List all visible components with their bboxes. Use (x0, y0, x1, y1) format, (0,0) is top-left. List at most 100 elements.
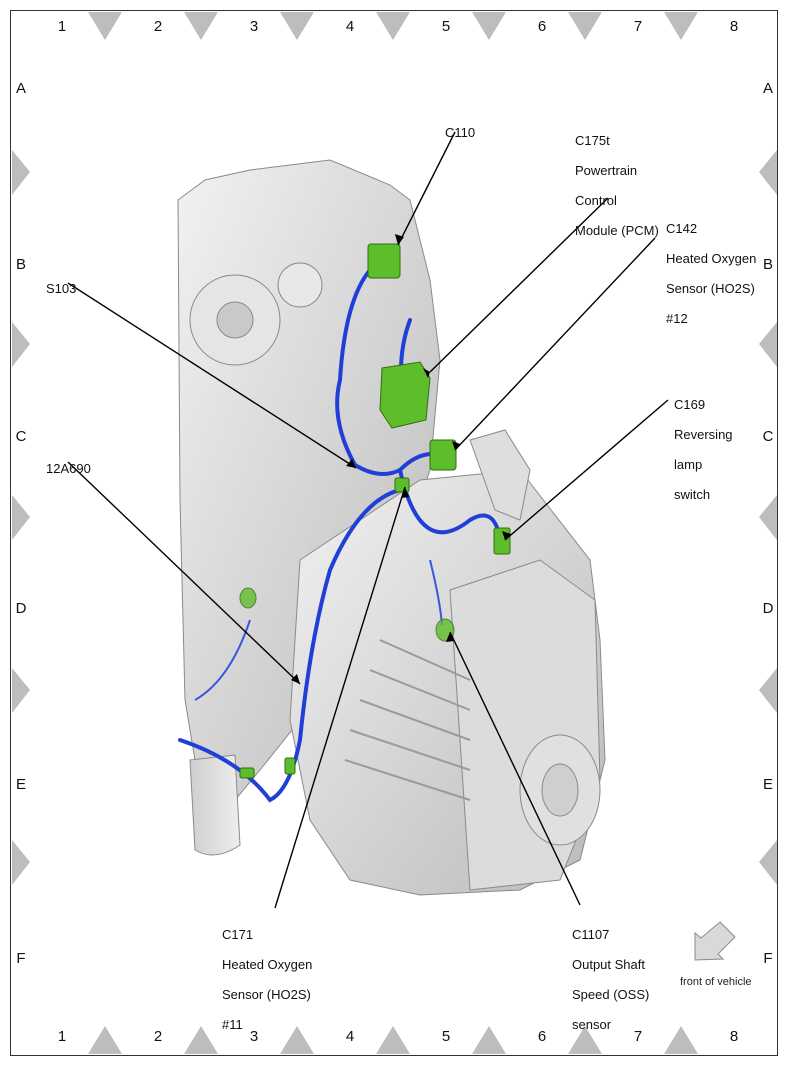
leader-12a690 (67, 461, 301, 685)
grid-marker-bottom (88, 1026, 122, 1054)
grid-col-bottom-2: 2 (153, 1028, 163, 1045)
grid-marker-right (759, 495, 777, 540)
callout-c175t-line-4: Module (PCM) (575, 223, 659, 238)
grid-row-right-A: A (762, 80, 773, 97)
grid-marker-bottom (280, 1026, 314, 1054)
harness-branch-pcm (335, 268, 372, 467)
leader-s103 (67, 282, 357, 469)
grid-col-top-8: 8 (729, 18, 739, 35)
grid-row-right-E: E (762, 776, 773, 793)
grid-row-left-B: B (15, 256, 26, 273)
leader-c110 (397, 131, 456, 246)
grid-col-top-2: 2 (153, 18, 163, 35)
grid-marker-bottom (376, 1026, 410, 1054)
callout-c142-line-1: C142 (666, 221, 698, 236)
leader-c1107 (449, 631, 581, 906)
grid-marker-top (280, 12, 314, 40)
callout-c171-line-1: C171 (222, 927, 254, 942)
grid-marker-bottom (184, 1026, 218, 1054)
grid-marker-left (12, 495, 30, 540)
grid-col-top-4: 4 (345, 18, 355, 35)
grid-row-left-E: E (15, 776, 26, 793)
callout-s103: S103 (46, 266, 76, 311)
callout-c171-line-4: #11 (222, 1017, 243, 1032)
callout-c142-line-2: Heated Oxygen (666, 251, 757, 266)
grid-col-bottom-7: 7 (633, 1028, 643, 1045)
callout-c110: C110 (445, 110, 475, 155)
grid-col-top-1: 1 (57, 18, 67, 35)
callout-12a690: 12A690 (46, 446, 91, 491)
front-of-vehicle-label: front of vehicle (680, 976, 752, 988)
callout-c1107: C1107 Output Shaft Speed (OSS) sensor (572, 912, 649, 1047)
grid-marker-top (568, 12, 602, 40)
callout-c175t-line-2: Powertrain (575, 163, 638, 178)
connector-e-area (284, 757, 296, 775)
grid-marker-left (12, 322, 30, 367)
callout-c142-line-3: Sensor (HO2S) (666, 281, 755, 296)
harness-branch-c169 (398, 468, 502, 542)
shift-bracket (469, 429, 531, 521)
leader-c175t (429, 197, 609, 373)
callout-12a690-line: 12A690 (46, 461, 91, 476)
grid-marker-left (12, 150, 30, 195)
grid-marker-left (12, 668, 30, 713)
callout-c1107-line-1: C1107 (572, 927, 610, 942)
callout-c171-line-3: Sensor (HO2S) (222, 987, 311, 1002)
callout-c169-line-1: C169 (674, 397, 706, 412)
harness-main (178, 488, 402, 803)
grid-row-left-A: A (15, 80, 26, 97)
grid-marker-right (759, 668, 777, 713)
callout-c169-line-3: lamp (674, 457, 703, 472)
callout-s103-line: S103 (46, 281, 77, 296)
grid-row-left-C: C (15, 428, 27, 445)
callout-c169: C169 Reversing lamp switch (674, 382, 733, 517)
throttle-body (277, 262, 323, 308)
callout-c1107-line-3: Speed (OSS) (572, 987, 650, 1002)
leader-c142 (454, 237, 656, 451)
grid-col-bottom-3: 3 (249, 1028, 259, 1045)
grid-row-right-F: F (763, 950, 773, 967)
grid-col-top-6: 6 (537, 18, 547, 35)
callout-c175t-line-1: C175t (575, 133, 610, 148)
grid-col-bottom-1: 1 (57, 1028, 67, 1045)
callout-c169-line-2: Reversing (674, 427, 733, 442)
grid-col-top-3: 3 (249, 18, 259, 35)
leader-c169 (504, 399, 669, 541)
grid-marker-bottom (472, 1026, 506, 1054)
grid-marker-top (472, 12, 506, 40)
grid-marker-top (376, 12, 410, 40)
grid-marker-top (664, 12, 698, 40)
callout-c1107-line-2: Output Shaft (572, 957, 645, 972)
grid-marker-bottom (664, 1026, 698, 1054)
connector-c175t-pcm (379, 361, 431, 429)
connector-c110 (367, 243, 401, 279)
grid-col-bottom-5: 5 (441, 1028, 451, 1045)
grid-row-left-D: D (15, 600, 27, 617)
connector-lower-left (239, 587, 257, 609)
callout-c169-line-4: switch (674, 487, 711, 502)
grid-marker-right (759, 840, 777, 885)
callout-c142: C142 Heated Oxygen Sensor (HO2S) #12 (666, 206, 756, 341)
grid-col-top-5: 5 (441, 18, 451, 35)
callout-c175t-line-3: Control (575, 193, 617, 208)
grid-marker-top (88, 12, 122, 40)
grid-marker-right (759, 322, 777, 367)
leader-c171 (274, 486, 406, 909)
grid-col-bottom-4: 4 (345, 1028, 355, 1045)
oil-filter (189, 754, 241, 856)
grid-row-right-D: D (762, 600, 774, 617)
grid-marker-left (12, 840, 30, 885)
grid-row-left-F: F (16, 950, 26, 967)
connector-c142 (429, 439, 457, 471)
connector-lower-harness (239, 767, 255, 779)
callout-c1107-line-4: sensor (572, 1017, 612, 1032)
grid-col-bottom-6: 6 (537, 1028, 547, 1045)
grid-col-top-7: 7 (633, 18, 643, 35)
grid-row-right-C: C (762, 428, 774, 445)
grid-col-bottom-8: 8 (729, 1028, 739, 1045)
callout-c171: C171 Heated Oxygen Sensor (HO2S) #11 (222, 912, 312, 1047)
